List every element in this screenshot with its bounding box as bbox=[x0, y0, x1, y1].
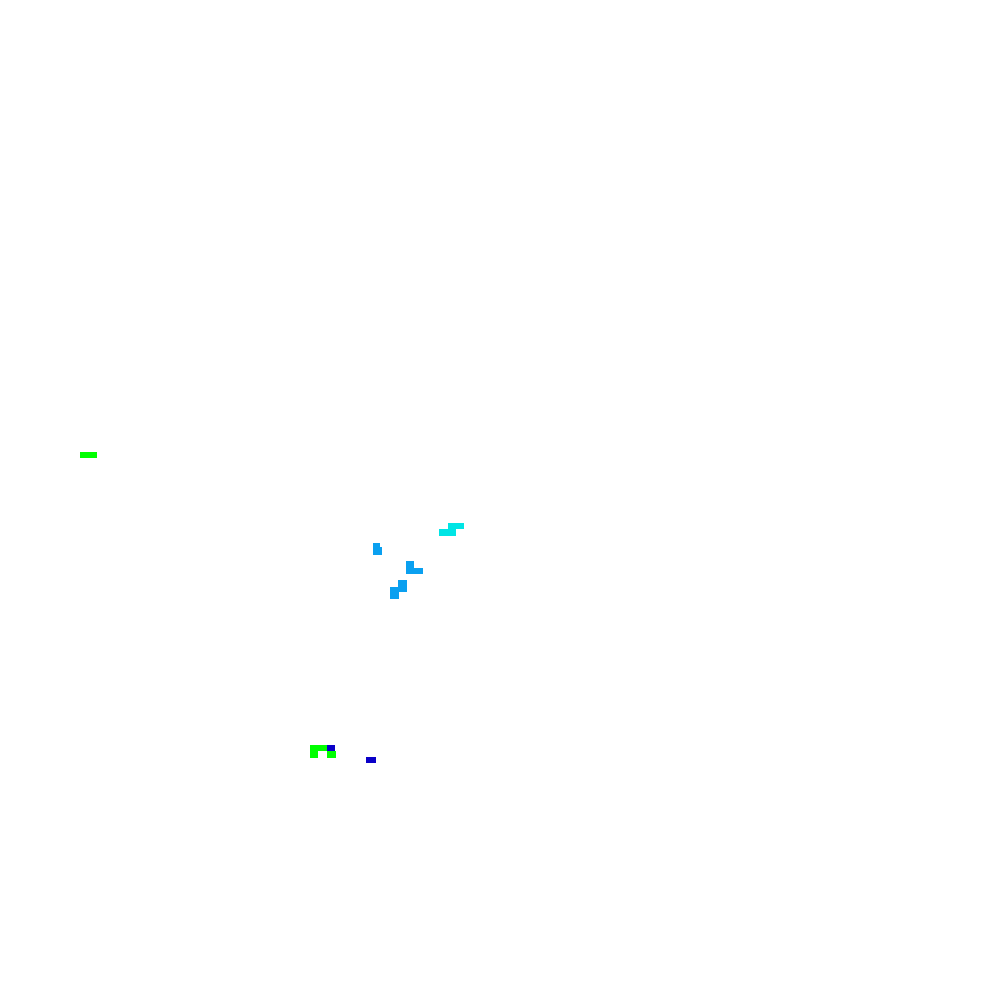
blue-block-1-top bbox=[373, 543, 380, 547]
cyan-step-shape bbox=[439, 523, 464, 536]
dark-blue-square-2 bbox=[366, 757, 376, 763]
green-bracket-shape bbox=[310, 745, 336, 758]
green-bracket-right-leg bbox=[327, 751, 336, 758]
blue-step-shape bbox=[390, 580, 407, 599]
blue-step-upper bbox=[398, 580, 407, 592]
blue-l-foot bbox=[406, 568, 423, 574]
blue-step-lower bbox=[390, 587, 399, 599]
blue-block-1 bbox=[373, 543, 382, 555]
dark-blue-square-1 bbox=[327, 745, 335, 751]
cyan-step-bottom bbox=[439, 529, 456, 536]
blue-block-1-bottom bbox=[373, 547, 382, 555]
green-bracket-top bbox=[310, 745, 327, 751]
green-dash-left bbox=[80, 452, 97, 458]
cyan-step-top bbox=[448, 523, 464, 529]
blue-l-stem bbox=[406, 561, 414, 574]
green-bracket-left-leg bbox=[310, 751, 318, 758]
blue-l-shape bbox=[406, 561, 423, 574]
